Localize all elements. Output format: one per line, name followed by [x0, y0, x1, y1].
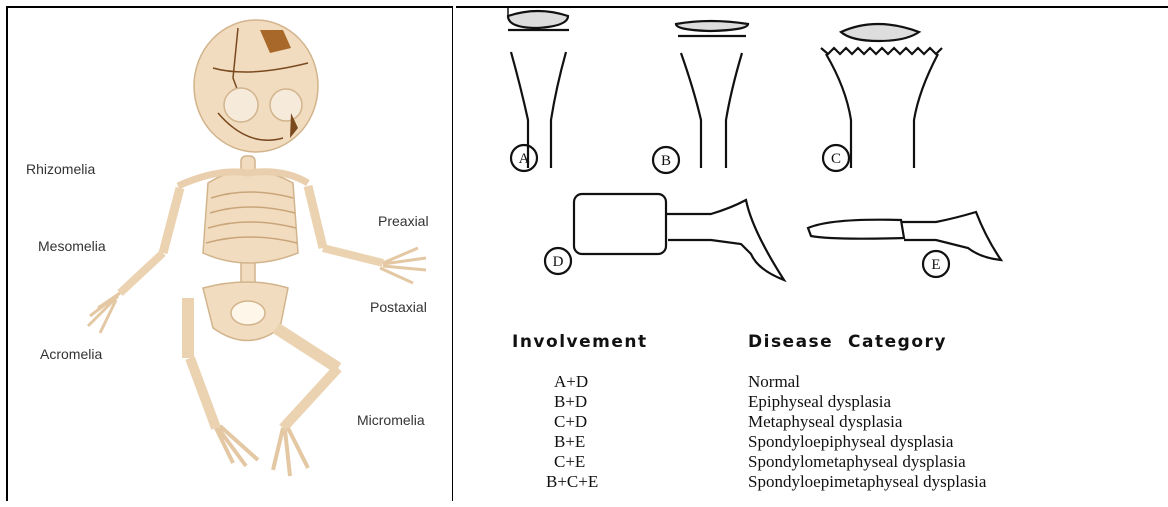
- ribcage: [203, 171, 298, 264]
- bone-a: [508, 8, 569, 168]
- dysplasia-panel: A B C D E Involvement Disease Category A…: [456, 6, 1168, 501]
- letter-e: E: [931, 257, 940, 273]
- header-disease-category: Disease Category: [748, 332, 947, 352]
- skull: [194, 20, 318, 152]
- letter-c: C: [831, 151, 841, 167]
- right-tibia: [283, 368, 338, 428]
- label-postaxial: Postaxial: [370, 299, 427, 315]
- letter-d: D: [553, 254, 564, 270]
- row-4-involvement: B+E: [554, 432, 585, 452]
- header-involvement: Involvement: [512, 332, 648, 352]
- row-2-category: Epiphyseal dysplasia: [748, 392, 891, 412]
- row-5-category: Spondylometaphyseal dysplasia: [748, 452, 966, 472]
- row-3-involvement: C+D: [554, 412, 587, 432]
- bone-e: [808, 212, 1001, 260]
- row-2-involvement: B+D: [554, 392, 587, 412]
- label-preaxial: Preaxial: [378, 213, 429, 229]
- skeleton-panel: Rhizomelia Mesomelia Acromelia Preaxial …: [6, 6, 453, 501]
- label-mesomelia: Mesomelia: [38, 238, 106, 254]
- eye-orbit-right: [270, 89, 302, 121]
- row-5-involvement: C+E: [554, 452, 585, 472]
- row-4-category: Spondyloepiphyseal dysplasia: [748, 432, 953, 452]
- left-hand: [88, 293, 120, 333]
- label-acromelia: Acromelia: [40, 346, 102, 362]
- left-forearm: [120, 253, 163, 293]
- letter-b: B: [661, 153, 671, 169]
- label-rhizomelia: Rhizomelia: [26, 161, 95, 177]
- right-humerus: [308, 186, 323, 248]
- bone-shape-diagram: A B C D E: [456, 8, 1168, 308]
- label-micromelia: Micromelia: [357, 412, 425, 428]
- row-6-category: Spondyloepimetaphyseal dysplasia: [748, 472, 986, 492]
- bone-d: [574, 194, 784, 280]
- right-hand: [380, 248, 426, 283]
- row-6-involvement: B+C+E: [546, 472, 598, 492]
- left-humerus: [163, 188, 180, 253]
- left-foot: [216, 426, 258, 466]
- right-femur: [276, 328, 338, 368]
- eye-orbit-left: [224, 88, 258, 122]
- right-forearm: [323, 248, 383, 263]
- bone-b: [676, 21, 748, 168]
- row-1-category: Normal: [748, 372, 800, 392]
- right-foot: [273, 428, 308, 476]
- left-tibia: [190, 358, 216, 428]
- letter-a: A: [519, 151, 530, 167]
- row-1-involvement: A+D: [554, 372, 588, 392]
- row-3-category: Metaphyseal dysplasia: [748, 412, 902, 432]
